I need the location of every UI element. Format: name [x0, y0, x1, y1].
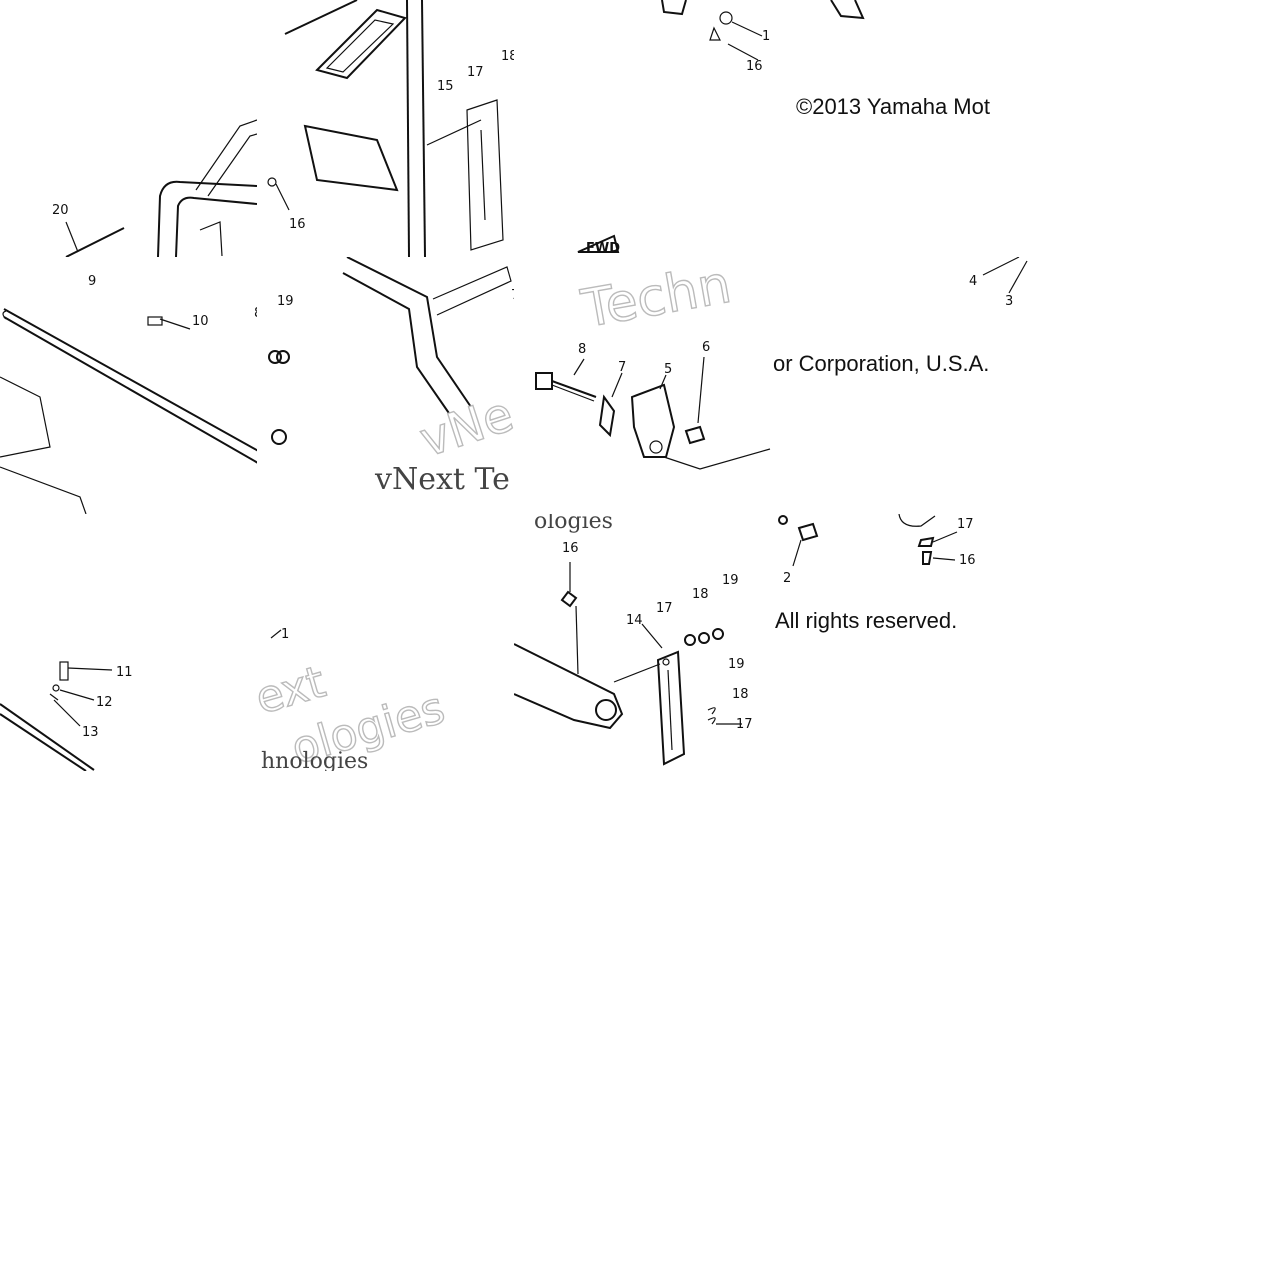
- diagram-tile-copyright-top: ©2013 Yamaha Mot: [771, 0, 1028, 257]
- callout-16: 16: [746, 59, 763, 74]
- callout-17: 17: [656, 601, 673, 616]
- callout-19: 19: [277, 294, 294, 309]
- callout-19: 19: [728, 657, 745, 672]
- callout-17: 17: [957, 517, 974, 532]
- callout-17: 17: [762, 29, 771, 44]
- callout-9: 9: [88, 274, 96, 289]
- callout-16: 16: [959, 553, 976, 568]
- watermark-text: hnologies: [261, 749, 368, 771]
- watermark-drawing: 1 ext ologies hnologies: [257, 627, 451, 771]
- rod-drawing: 9 10 19 18 17 19 8: [0, 274, 257, 514]
- callout-20: 20: [52, 203, 69, 218]
- callout-3: 3: [1005, 294, 1013, 309]
- handle-drawing: 19 7 vNext Te vNe: [268, 257, 514, 497]
- callout-18: 18: [692, 587, 709, 602]
- bottom-right-drawing: 2 17 16: [778, 514, 976, 586]
- callout-10: 10: [192, 314, 209, 329]
- callout-18: 18: [732, 687, 749, 702]
- watermark-text: ologies: [534, 514, 613, 534]
- copyright-line-3: All rights reserved.: [775, 608, 958, 633]
- diagram-tile-top-small-parts: 17 16 FWD: [514, 0, 771, 257]
- watermark-text: ext: [257, 656, 331, 724]
- diagram-tile-clamp: Techn 8 7 5 6: [514, 257, 771, 514]
- callout-2: 2: [783, 571, 791, 586]
- diagram-tile-copyright-mid: 4 3 or Corporation, U.S.A.: [771, 257, 1028, 514]
- lower-bracket-drawing: ologies 16 14 17 18 19 19 18 17: [514, 514, 753, 766]
- callout-17: 17: [467, 65, 484, 80]
- diagram-tile-frame: 20: [0, 0, 257, 257]
- fwd-mark: FWD: [586, 241, 620, 256]
- watermark-text: vNext Te: [374, 462, 510, 497]
- callout-12: 12: [96, 695, 113, 710]
- clamp-drawing: Techn 8 7 5 6: [535, 257, 771, 470]
- copyright-line-1: ©2013 Yamaha Mot: [796, 94, 990, 119]
- callout-4: 4: [969, 274, 977, 289]
- lower-rod-drawing: 11 12 13: [0, 661, 133, 771]
- frame-drawing: 20: [52, 119, 257, 257]
- diagram-tile-lower-rod: 11 12 13: [0, 514, 257, 771]
- callout-11: 11: [116, 665, 133, 680]
- diagram-tile-upper-bracket: 17 18 15 16: [257, 0, 514, 257]
- callout-16: 16: [289, 217, 306, 232]
- diagram-tile-lower-bracket: ologies 16 14 17 18 19 19 18 17: [514, 514, 771, 771]
- callout-15: 15: [437, 79, 454, 94]
- callout-5: 5: [664, 362, 672, 377]
- mid-right-drawing: 4 3: [969, 257, 1028, 309]
- callout-1: 1: [281, 627, 289, 642]
- callout-16: 16: [562, 541, 579, 556]
- callout-18: 18: [501, 49, 514, 64]
- upper-bracket-drawing: 17 18 15 16: [267, 0, 514, 257]
- callout-7: 7: [618, 360, 626, 375]
- callout-13: 13: [82, 725, 99, 740]
- top-right-drawing: [830, 0, 865, 20]
- copyright-line-2: or Corporation, U.S.A.: [773, 351, 990, 376]
- diagram-tile-copyright-bottom: 2 17 16 All rights reserved.: [771, 514, 1028, 771]
- diagram-tile-handle: 19 7 vNext Te vNe: [257, 257, 514, 514]
- callout-14: 14: [626, 613, 643, 628]
- callout-7: 7: [511, 288, 514, 303]
- callout-8: 8: [254, 306, 257, 321]
- diagram-tile-watermark: 1 ext ologies hnologies: [257, 514, 514, 771]
- callout-6: 6: [702, 340, 710, 355]
- callout-17: 17: [736, 717, 753, 732]
- watermark-text: Techn: [577, 257, 736, 340]
- top-small-parts-drawing: 17 16 FWD: [577, 0, 771, 256]
- callout-19: 19: [722, 573, 739, 588]
- callout-8: 8: [578, 342, 586, 357]
- diagram-tile-rod: 9 10 19 18 17 19 8: [0, 257, 257, 514]
- watermark-text: vNe: [413, 386, 514, 468]
